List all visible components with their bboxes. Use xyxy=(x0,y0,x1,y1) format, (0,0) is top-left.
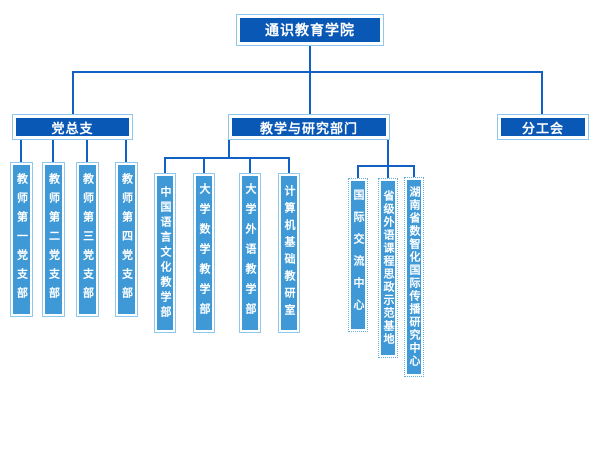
node-dept-computer: 计算机基础教研室 xyxy=(278,173,300,333)
node-center-hunan-research: 湖南省数智化国际传播研究中心 xyxy=(404,177,424,377)
connector-party-branch-2 xyxy=(52,140,54,162)
dept-computer-label: 计算机基础教研室 xyxy=(281,176,297,330)
node-party-label: 党总支 xyxy=(16,118,129,136)
connector-center-2 xyxy=(387,165,389,178)
node-root-label: 通识教育学院 xyxy=(240,18,380,42)
party-branch-4-label: 教师第四党支部 xyxy=(118,165,135,314)
connector-l2-horizontal xyxy=(72,71,543,73)
connector-party-branch-4 xyxy=(125,140,127,162)
node-union: 分工会 xyxy=(497,114,589,140)
connector-drop-union xyxy=(541,71,543,115)
connector-dept-4 xyxy=(288,157,290,173)
party-branch-1-label: 教师第一党支部 xyxy=(13,165,30,314)
connector-party-branch-3 xyxy=(86,140,88,162)
connector-center-horizontal xyxy=(357,165,415,167)
node-dept-chinese-language: 中国语言文化教学部 xyxy=(154,173,176,333)
node-union-label: 分工会 xyxy=(501,118,585,136)
connector-drop-party xyxy=(72,71,74,115)
connector-dept-1 xyxy=(164,157,166,173)
dept-math-label: 大学数学教学部 xyxy=(196,176,212,330)
connector-center-3 xyxy=(413,165,415,177)
node-party-branch-1: 教师第一党支部 xyxy=(10,162,33,317)
connector-party-branch-1 xyxy=(20,140,22,162)
connector-dept-2 xyxy=(203,157,205,173)
connector-dept-horizontal xyxy=(164,157,290,159)
node-center-provincial-demo-base: 省级外语课程思政示范基地 xyxy=(378,178,398,358)
connector-teaching-trunk-right xyxy=(387,140,389,166)
node-center-international-exchange: 国际交流中心 xyxy=(348,178,368,332)
node-party: 党总支 xyxy=(12,114,133,140)
center-provincial-demo-base-label: 省级外语课程思政示范基地 xyxy=(381,181,395,355)
center-hunan-research-label: 湖南省数智化国际传播研究中心 xyxy=(407,180,421,374)
node-dept-math: 大学数学教学部 xyxy=(193,173,215,333)
node-dept-foreign-language: 大学外语教学部 xyxy=(239,173,261,333)
connector-dept-3 xyxy=(249,157,251,173)
dept-chinese-language-label: 中国语言文化教学部 xyxy=(157,176,173,330)
party-branch-3-label: 教师第三党支部 xyxy=(79,165,96,314)
connector-drop-teaching xyxy=(309,71,311,115)
dept-foreign-language-label: 大学外语教学部 xyxy=(242,176,258,330)
connector-center-1 xyxy=(357,165,359,178)
node-party-branch-2: 教师第二党支部 xyxy=(42,162,65,317)
node-teaching: 教学与研究部门 xyxy=(228,114,390,140)
node-root: 通识教育学院 xyxy=(236,14,384,46)
center-international-exchange-label: 国际交流中心 xyxy=(351,181,365,329)
node-party-branch-4: 教师第四党支部 xyxy=(115,162,138,317)
connector-teaching-trunk-left xyxy=(228,140,230,158)
party-branch-2-label: 教师第二党支部 xyxy=(45,165,62,314)
connector-root-trunk xyxy=(309,46,311,72)
node-teaching-label: 教学与研究部门 xyxy=(232,118,386,136)
node-party-branch-3: 教师第三党支部 xyxy=(76,162,99,317)
